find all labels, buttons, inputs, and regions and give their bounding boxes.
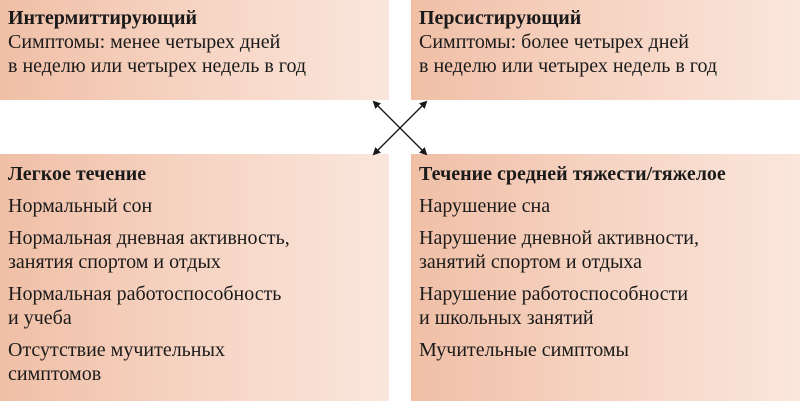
mild-item-line: симптомов bbox=[8, 363, 102, 385]
severe-course-title: Течение средней тяжести/тяжелое bbox=[419, 163, 726, 185]
mild-course-box: Легкое течение Нормальный сон Нормальная… bbox=[0, 154, 389, 401]
arrow-diagonal-2 bbox=[372, 100, 428, 156]
severe-item-line: Нарушение работоспособности bbox=[419, 283, 689, 305]
persistent-box: Персистирующий Симптомы: более четырех д… bbox=[411, 0, 800, 100]
mild-item-line: Отсутствие мучительных bbox=[8, 339, 225, 361]
mild-item-line: Нормальный сон bbox=[8, 195, 153, 217]
severe-course-box: Течение средней тяжести/тяжелое Нарушени… bbox=[411, 154, 800, 401]
severe-item-line: Нарушение сна bbox=[419, 195, 551, 217]
mild-item: Отсутствие мучительных симптомов bbox=[8, 338, 381, 386]
severe-item-line: занятий спортом и отдыха bbox=[419, 251, 643, 273]
mild-item-line: и учеба bbox=[8, 307, 72, 329]
persistent-title: Персистирующий bbox=[419, 7, 582, 29]
intermittent-title: Интермиттирующий bbox=[8, 7, 197, 29]
severe-item-line: Мучительные симптомы bbox=[419, 339, 629, 361]
intermittent-line-1: Симптомы: менее четырех дней bbox=[8, 31, 281, 53]
mild-item: Нормальная работоспособность и учеба bbox=[8, 282, 381, 330]
mild-item: Нормальный сон bbox=[8, 194, 381, 218]
severe-item: Нарушение дневной активности, занятий сп… bbox=[419, 226, 792, 274]
severe-item: Мучительные симптомы bbox=[419, 338, 792, 362]
persistent-line-1: Симптомы: более четырех дней bbox=[419, 31, 689, 53]
severe-item-line: Нарушение дневной активности, bbox=[419, 227, 699, 249]
double-headed-cross-arrows-icon bbox=[372, 100, 428, 156]
mild-item-line: занятия спортом и отдых bbox=[8, 251, 221, 273]
severe-item: Нарушение работоспособности и школьных з… bbox=[419, 282, 792, 330]
mild-course-title: Легкое течение bbox=[8, 163, 147, 185]
mild-item-line: Нормальная дневная активность, bbox=[8, 227, 290, 249]
mild-item: Нормальная дневная активность, занятия с… bbox=[8, 226, 381, 274]
severe-item-line: и школьных занятий bbox=[419, 307, 594, 329]
severe-item: Нарушение сна bbox=[419, 194, 792, 218]
mild-item-line: Нормальная работоспособность bbox=[8, 283, 282, 305]
intermittent-box: Интермиттирующий Симптомы: менее четырех… bbox=[0, 0, 389, 100]
intermittent-line-2: в неделю или четырех недель в год bbox=[8, 55, 307, 77]
persistent-line-2: в неделю или четырех недель в год bbox=[419, 55, 718, 77]
